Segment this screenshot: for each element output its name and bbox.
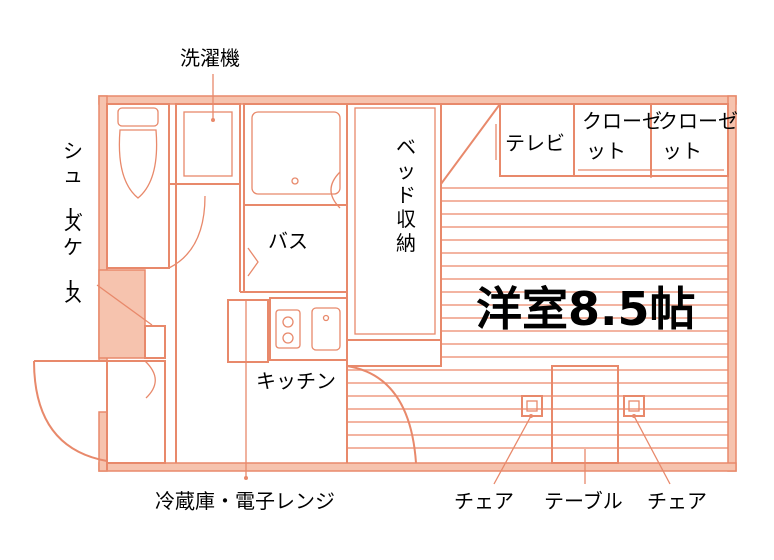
label-kitchen: キッチン — [256, 369, 336, 393]
label-table: テーブル — [544, 489, 623, 513]
dining-set — [493, 365, 671, 485]
label-closet-2: クローゼット — [658, 109, 738, 163]
room-door — [346, 365, 417, 464]
label-fridge-microwave: 冷蔵庫・電子レンジ — [155, 489, 335, 513]
kitchen-unit — [227, 291, 348, 480]
label-chair-left: チェア — [454, 489, 514, 513]
label-shoe-case: シューズケース — [58, 139, 83, 307]
label-bed-storage: ベッド収納 — [396, 135, 416, 255]
label-chair-right: チェア — [647, 489, 707, 513]
label-tv: テレビ — [505, 131, 565, 155]
label-closet-1: クローゼット — [582, 109, 662, 163]
corridor — [169, 183, 241, 463]
label-washing-machine: 洗濯機 — [180, 46, 240, 70]
toilet-room — [106, 103, 206, 269]
closets — [573, 103, 729, 178]
outer-walls — [98, 95, 737, 472]
label-bath: バス — [268, 229, 308, 253]
bath-room — [243, 103, 348, 293]
label-western-room: 洋室8.5帖 — [476, 282, 696, 336]
entrance-door — [33, 360, 166, 470]
shoe-case — [96, 269, 166, 359]
bed-storage — [346, 103, 442, 367]
washing-machine — [175, 74, 241, 185]
